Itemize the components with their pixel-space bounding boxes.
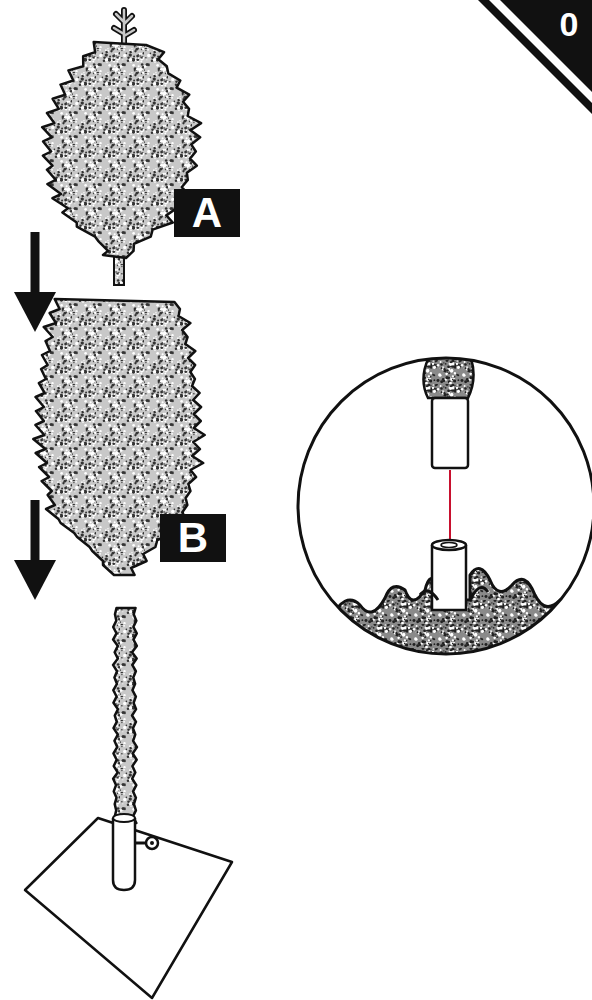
step-corner-badge [478,0,592,114]
step-number: 0 [552,4,586,44]
tree-top-section [42,10,201,285]
tree-trunk-pole [113,608,137,823]
down-arrow [14,500,56,600]
down-arrow [14,232,56,332]
part-label: B [160,514,226,562]
detail-zoom-circle [290,340,592,680]
part-label: A [174,189,240,237]
tree-stand [25,814,232,998]
